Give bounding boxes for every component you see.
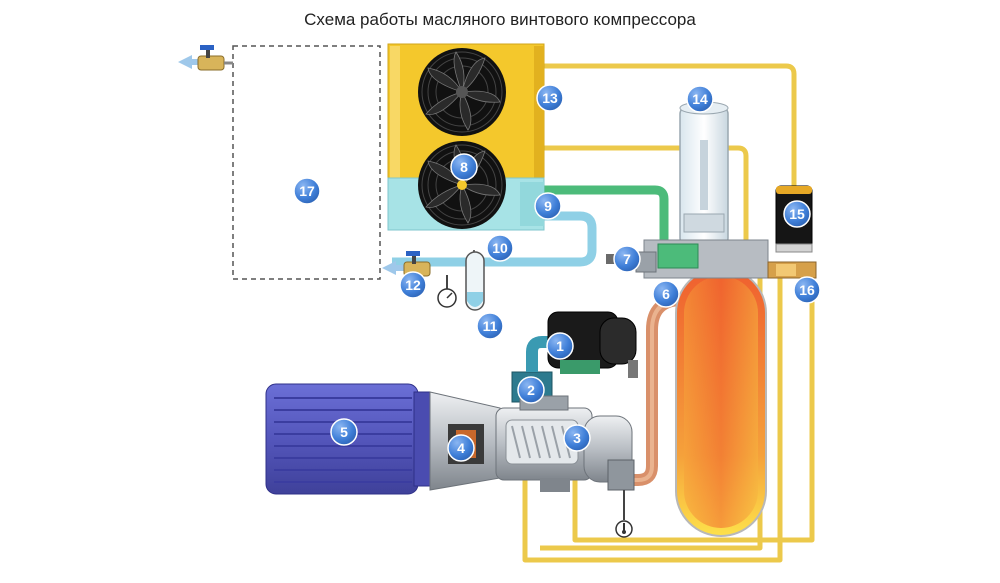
outlet-valve-top — [178, 45, 233, 71]
badge-label: 4 — [457, 440, 465, 456]
badge-circle — [517, 376, 545, 404]
badge-13: 13 — [536, 84, 564, 112]
badge-label: 16 — [799, 282, 815, 298]
badge-17: 17 — [293, 177, 321, 205]
badge-circle — [546, 332, 574, 360]
badge-label: 11 — [483, 318, 498, 334]
badge-circle — [399, 271, 427, 299]
manifold-block — [620, 239, 769, 279]
cooler — [387, 43, 545, 231]
badge-circle — [293, 177, 321, 205]
badge-circle — [534, 192, 562, 220]
badge-label: 15 — [789, 206, 805, 222]
badge-circle — [330, 418, 358, 446]
lightblue-pipe — [392, 211, 597, 267]
badge-1: 1 — [546, 332, 574, 360]
badge-3: 3 — [563, 424, 591, 452]
moisture-separator — [465, 250, 485, 311]
badge-label: 17 — [299, 183, 315, 199]
badge-4: 4 — [447, 434, 475, 462]
badge-circle — [450, 153, 478, 181]
badge-15: 15 — [783, 200, 811, 228]
badge-label: 13 — [542, 90, 558, 106]
badge-12: 12 — [399, 271, 427, 299]
badge-circle — [536, 84, 564, 112]
badge-label: 8 — [460, 159, 468, 175]
badge-label: 1 — [556, 338, 564, 354]
badge-5: 5 — [330, 418, 358, 446]
badge-14: 14 — [686, 85, 714, 113]
badge-9: 9 — [534, 192, 562, 220]
badge-circle — [563, 424, 591, 452]
badge-11: 11 — [476, 312, 504, 340]
badge-circle — [613, 245, 641, 273]
badge-circle — [652, 280, 680, 308]
badge-label: 14 — [692, 91, 708, 107]
badge-7: 7 — [613, 245, 641, 273]
badge-label: 7 — [623, 251, 631, 267]
badge-label: 3 — [573, 430, 581, 446]
air-receiver-box — [232, 45, 381, 280]
badge-label: 6 — [662, 286, 670, 302]
badge-circle — [793, 276, 821, 304]
badge-label: 9 — [544, 198, 552, 214]
pressure-gauge-icon — [437, 275, 457, 308]
badge-8: 8 — [450, 153, 478, 181]
badge-label: 5 — [340, 424, 348, 440]
screw-block — [495, 407, 635, 492]
badge-circle — [447, 434, 475, 462]
badge-circle — [476, 312, 504, 340]
outlet-valve-bottom — [382, 251, 431, 277]
green-pipe — [540, 185, 669, 245]
badge-6: 6 — [652, 280, 680, 308]
diagram-title: Схема работы масляного винтового компрес… — [304, 10, 696, 29]
badge-circle — [486, 234, 514, 262]
thermostatic-valve — [767, 261, 817, 279]
badge-circle — [686, 85, 714, 113]
fan-icon — [418, 48, 506, 136]
arrow-left-icon — [382, 261, 408, 275]
arrow-left-icon — [178, 55, 204, 69]
badge-label: 12 — [405, 277, 421, 293]
badge-label: 10 — [492, 240, 508, 256]
minimum-pressure-valve — [606, 254, 620, 264]
badge-10: 10 — [486, 234, 514, 262]
badge-2: 2 — [517, 376, 545, 404]
badge-circle — [783, 200, 811, 228]
oil-separator-tank — [675, 267, 767, 537]
badge-label: 2 — [527, 382, 535, 398]
separator-element — [679, 101, 729, 247]
thermometer-icon — [615, 490, 633, 538]
badge-16: 16 — [793, 276, 821, 304]
